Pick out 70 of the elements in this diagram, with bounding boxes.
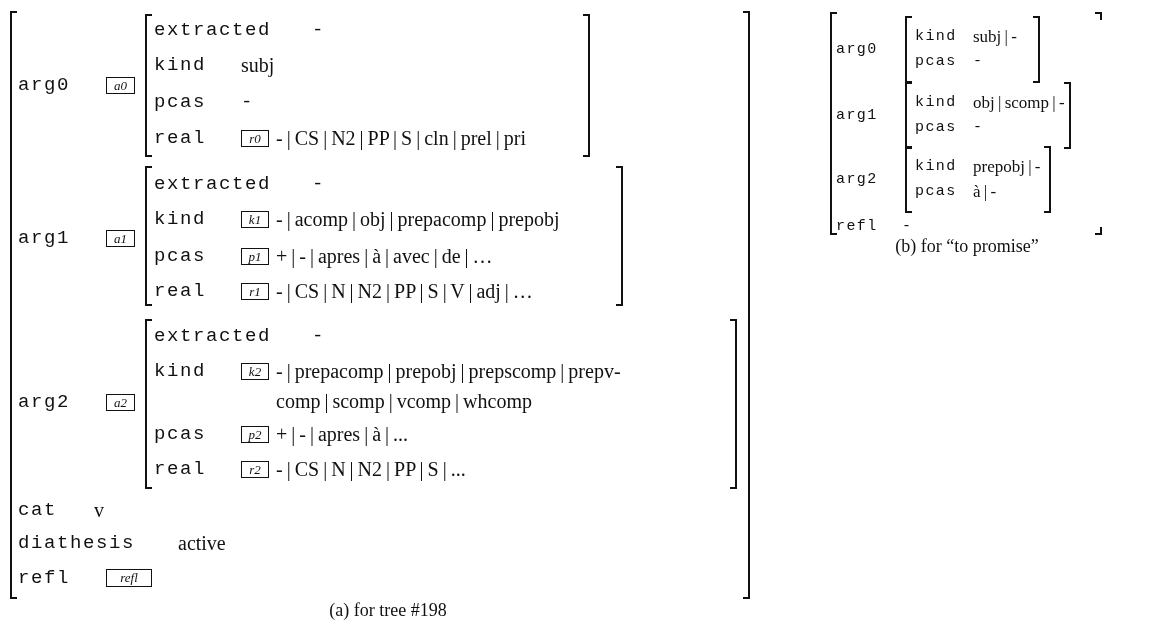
- feature-name: diathesis: [18, 532, 136, 554]
- coreference-tag: refl: [106, 569, 152, 587]
- feature-value: - | CS | N | N2 | PP | S | V | adj | …: [276, 280, 533, 302]
- feature-value: à | -: [973, 181, 997, 203]
- feature-name: pcas: [915, 182, 957, 202]
- feature-name: arg1: [836, 106, 878, 126]
- feature-name: -: [312, 173, 325, 195]
- feature-value: - | CS | N | N2 | PP | S | ...: [276, 458, 466, 480]
- feature-name: pcas: [154, 423, 206, 445]
- feature-value: obj | scomp | -: [973, 92, 1065, 114]
- attribute-value-matrix: [905, 16, 1040, 83]
- coreference-tag: r2: [241, 461, 269, 478]
- feature-value: subj | -: [973, 26, 1017, 48]
- feature-name: real: [154, 458, 206, 480]
- coreference-tag: p2: [241, 426, 269, 443]
- feature-name: arg2: [836, 170, 878, 190]
- feature-value: - | acomp | obj | prepacomp | prepobj: [276, 208, 560, 230]
- feature-name: -: [241, 91, 254, 113]
- feature-value: - | prepacomp | prepobj | prepscomp | prepv- comp | scomp | vcomp | whcomp: [276, 359, 622, 415]
- feature-value: prepobj | -: [973, 156, 1041, 178]
- feature-value: - | CS | N2 | PP | S | cln | prel | pri: [276, 127, 526, 149]
- feature-name: arg2: [18, 391, 70, 413]
- feature-name: kind: [915, 93, 957, 113]
- feature-name: -: [902, 217, 913, 237]
- coreference-tag: r0: [241, 130, 269, 147]
- feature-name: arg1: [18, 227, 70, 249]
- caption: (b) for “to promise”: [895, 236, 1039, 257]
- feature-name: pcas: [915, 118, 957, 138]
- feature-name: refl: [18, 567, 70, 589]
- coreference-tag: r1: [241, 283, 269, 300]
- caption: (a) for tree #198: [329, 600, 447, 621]
- feature-value: + | - | apres | à | avec | de | …: [276, 245, 493, 267]
- feature-name: kind: [154, 54, 206, 76]
- feature-name: kind: [154, 208, 206, 230]
- feature-name: extracted: [154, 325, 272, 347]
- coreference-tag: k1: [241, 211, 269, 228]
- coreference-tag: a2: [106, 394, 135, 411]
- feature-name: arg0: [18, 74, 70, 96]
- attribute-value-matrix: [145, 319, 737, 489]
- feature-name: -: [312, 325, 325, 347]
- feature-name: kind: [915, 157, 957, 177]
- feature-name: pcas: [154, 91, 206, 113]
- feature-name: pcas: [154, 245, 206, 267]
- coreference-tag: k2: [241, 363, 269, 380]
- feature-name: refl: [836, 217, 878, 237]
- feature-name: cat: [18, 499, 57, 521]
- feature-name: real: [154, 127, 206, 149]
- coreference-tag: a0: [106, 77, 135, 94]
- attribute-value-matrix: [905, 82, 1071, 149]
- feature-name: -: [973, 118, 984, 138]
- feature-value: subj: [241, 54, 275, 76]
- feature-name: kind: [154, 360, 206, 382]
- attribute-value-matrix: [905, 146, 1051, 213]
- attribute-value-matrix: [830, 12, 1102, 235]
- coreference-tag: a1: [106, 230, 135, 247]
- attribute-value-matrix: [145, 166, 623, 306]
- feature-name: pcas: [915, 52, 957, 72]
- attribute-value-matrix: [10, 11, 750, 599]
- feature-name: arg0: [836, 40, 878, 60]
- feature-name: real: [154, 280, 206, 302]
- coreference-tag: p1: [241, 248, 269, 265]
- feature-name: -: [973, 52, 984, 72]
- feature-name: kind: [915, 27, 957, 47]
- feature-name: extracted: [154, 19, 272, 41]
- feature-name: -: [312, 19, 325, 41]
- feature-name: extracted: [154, 173, 272, 195]
- feature-value: + | - | apres | à | ...: [276, 423, 409, 445]
- feature-value: v: [94, 499, 104, 521]
- attribute-value-matrix: [145, 14, 590, 157]
- feature-value: active: [178, 532, 226, 554]
